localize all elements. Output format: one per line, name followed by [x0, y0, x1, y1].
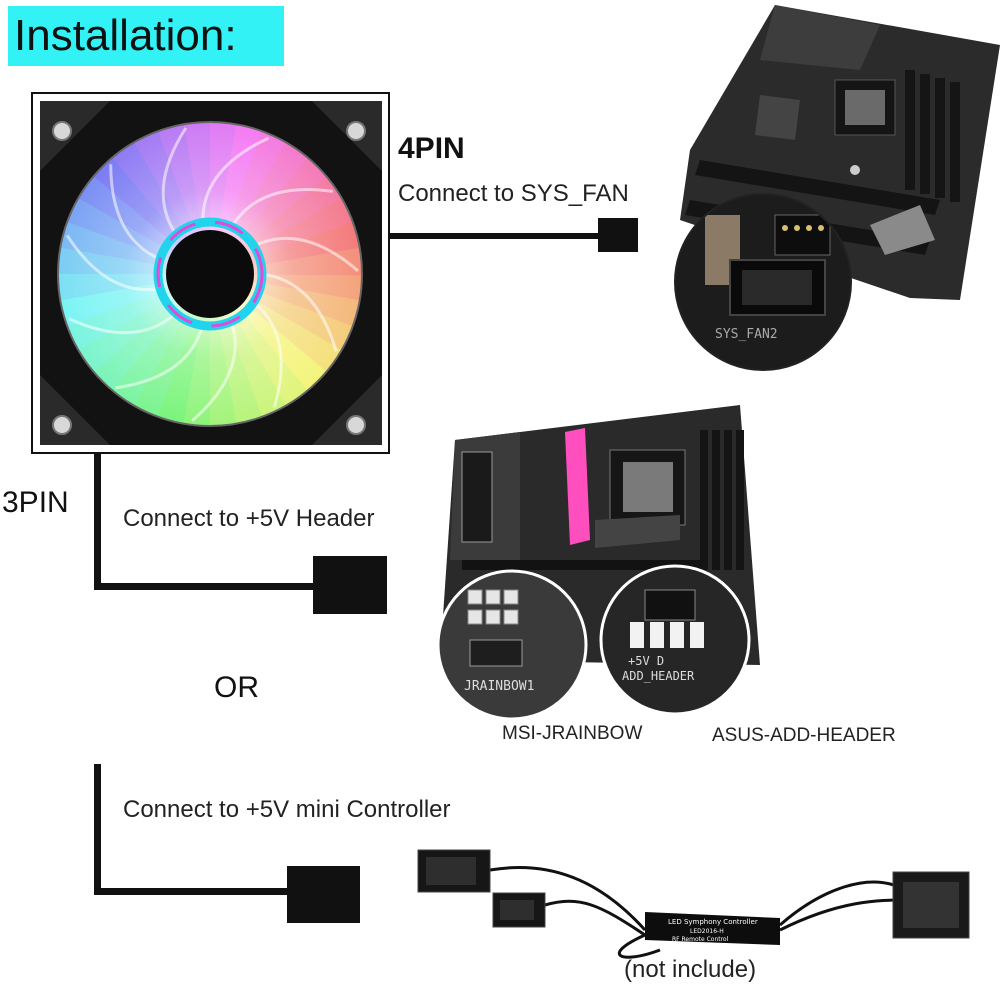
controller-hardware: LED Symphony Controller LED2016-H RF Rem…: [417, 849, 970, 945]
jrainbow1-board-label: JRAINBOW1: [464, 679, 534, 694]
cable-4pin: [389, 218, 638, 252]
sys-fan2-board-label: SYS_FAN2: [715, 327, 778, 342]
not-included-note: (not include): [624, 956, 757, 983]
pin-4-label: 4PIN: [398, 132, 465, 165]
page-title: Installation:: [14, 11, 237, 60]
fan-blade: [259, 272, 338, 352]
connect-sys-fan-label: Connect to SYS_FAN: [398, 180, 629, 207]
fan-blade: [251, 299, 283, 408]
mini-controller-image: [489, 866, 906, 959]
rgb-fan-icon: [31, 92, 390, 454]
controller-label-line-2: LED2016-H: [690, 928, 724, 935]
fan-blade: [229, 187, 334, 230]
caption-asus-add-header: ASUS-ADD-HEADER: [712, 725, 896, 746]
fan-blade: [65, 234, 163, 292]
fan-blade: [115, 323, 205, 390]
fan-blade: [161, 127, 188, 238]
motherboard-sys-fan-image: SYS_FAN2: [674, 5, 1000, 371]
title-badge: [8, 6, 284, 66]
fan-blade: [191, 319, 237, 423]
caption-msi-jrainbow: MSI-JRAINBOW: [502, 723, 643, 744]
motherboard-argb-header-image: JRAINBOW1 +5V D ADD_HEADER: [436, 405, 760, 721]
plus5v-d-board-label: +5V D: [628, 654, 664, 668]
controller-label-line-3: RF Remote Control: [672, 936, 729, 943]
or-separator: OR: [214, 671, 259, 704]
fan-blade: [68, 310, 179, 335]
add-header-board-label: ADD_HEADER: [622, 669, 695, 683]
cable-controller: [94, 764, 360, 923]
controller-label-line-1: LED Symphony Controller: [668, 918, 758, 926]
cable-3pin: [94, 453, 387, 614]
pin-3-label: 3PIN: [2, 486, 69, 519]
connect-5v-header-label: Connect to +5V Header: [123, 505, 375, 532]
connect-mini-controller-label: Connect to +5V mini Controller: [123, 796, 451, 823]
fan-blade: [109, 164, 163, 262]
fan-blade: [201, 136, 270, 225]
fan-blade: [251, 236, 359, 273]
